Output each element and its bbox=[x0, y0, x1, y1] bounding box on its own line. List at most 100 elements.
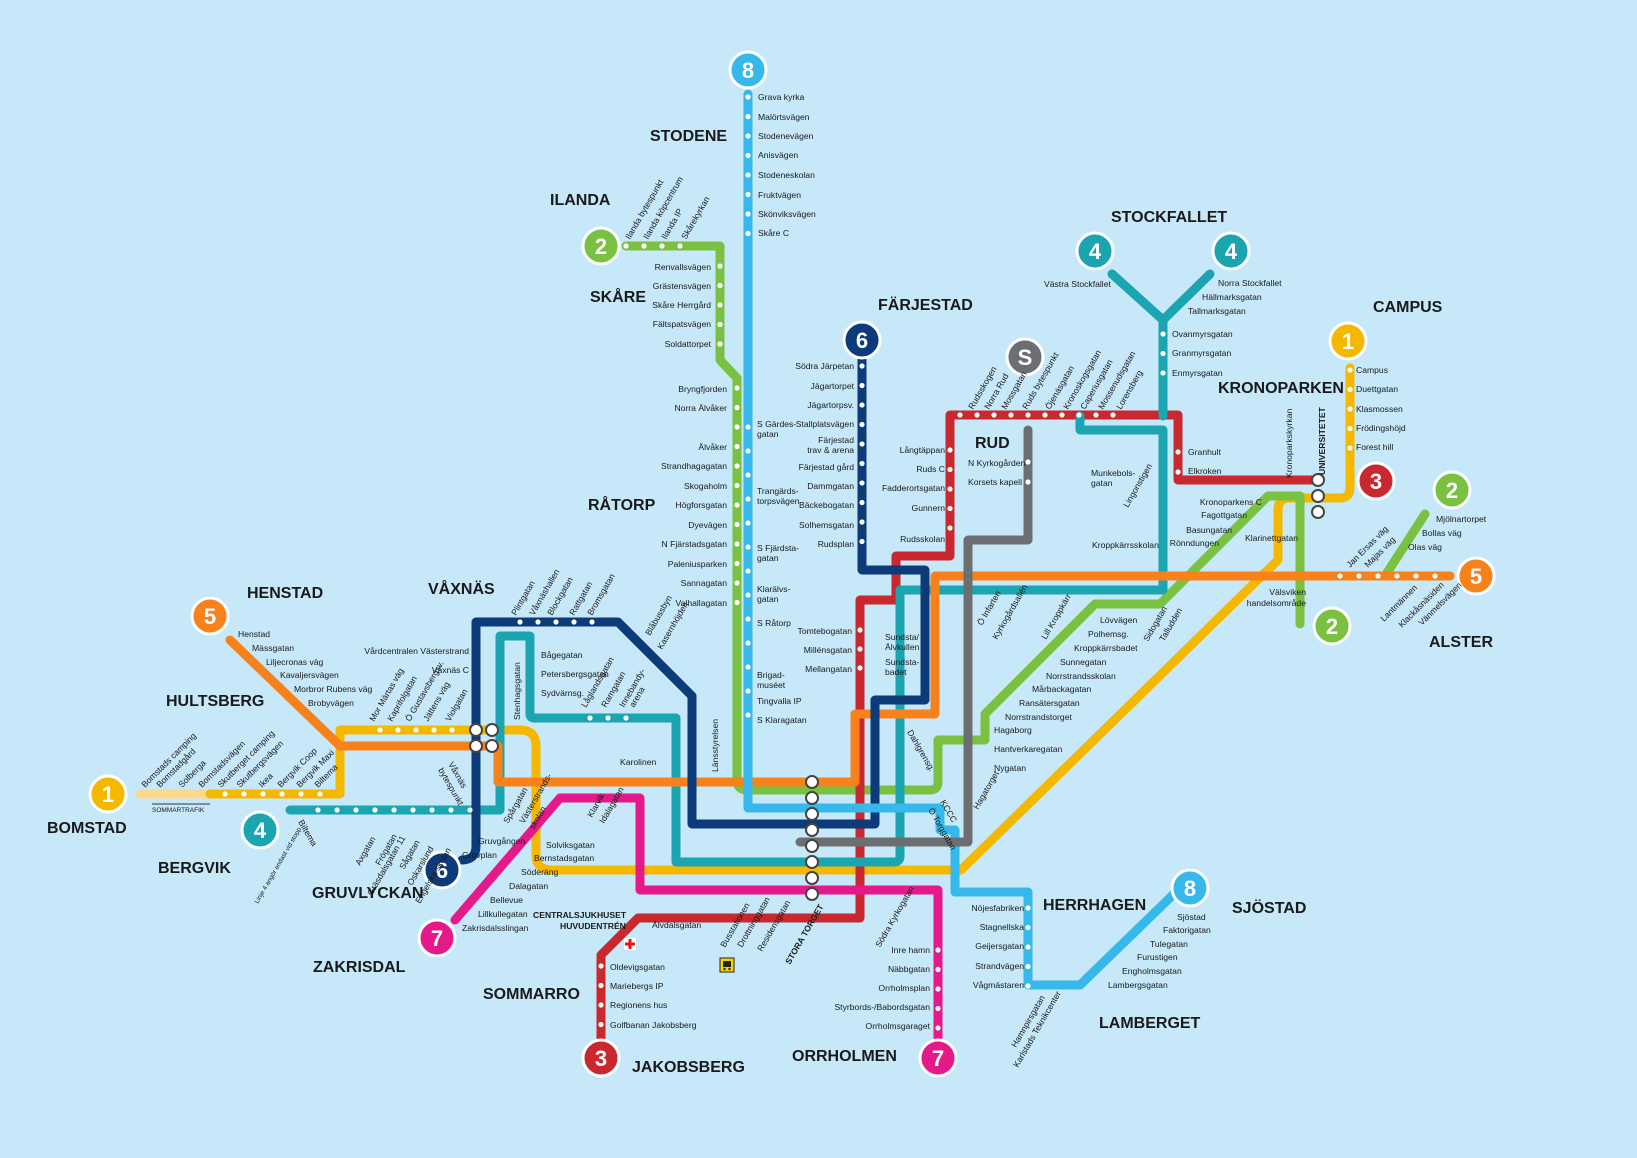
stop-label[interactable]: Campus bbox=[1356, 365, 1388, 375]
badge-line-7-zakrisdal[interactable]: 7 bbox=[417, 918, 457, 958]
stop-label[interactable]: Malörtsvägen bbox=[758, 112, 810, 122]
badge-line-s[interactable]: S bbox=[1005, 337, 1045, 377]
stop-label[interactable]: Enmyrsgatan bbox=[1172, 368, 1223, 378]
stop-label[interactable]: Mellangatan bbox=[805, 664, 852, 674]
stop-label[interactable]: Kronoparkens C bbox=[1200, 497, 1262, 507]
stop-label[interactable]: Sydvärnsg. bbox=[541, 688, 584, 698]
badge-line-2-ilanda[interactable]: 2 bbox=[581, 226, 621, 266]
stop-label[interactable]: Norrstrandsskolan bbox=[1046, 671, 1116, 681]
badge-line-4-vastra-stockfallet[interactable]: 4 bbox=[1075, 231, 1115, 271]
stop-label[interactable]: Tulegatan bbox=[1150, 939, 1188, 949]
stop-label[interactable]: Högforsgatan bbox=[675, 500, 727, 510]
stop-label[interactable]: Gruvgången bbox=[478, 836, 526, 846]
stop-label[interactable]: Stodeneskolan bbox=[758, 170, 815, 180]
stop-label[interactable]: Länsstyrelsen bbox=[710, 719, 720, 772]
stop-label[interactable]: gatan bbox=[757, 553, 779, 563]
badge-line-4-norra-stockfallet[interactable]: 4 bbox=[1211, 231, 1251, 271]
stop-label[interactable]: Norrstrandstorget bbox=[1005, 712, 1072, 722]
stop-label[interactable]: Brobyvägen bbox=[308, 698, 354, 708]
stop-label[interactable]: Näbbgatan bbox=[888, 964, 930, 974]
stop-label[interactable]: Kroppkärrsbadet bbox=[1074, 643, 1138, 653]
stop-label[interactable]: Lillkullegatan bbox=[478, 909, 528, 919]
stop-label[interactable]: gatan bbox=[757, 594, 779, 604]
stop-label[interactable]: Strandvägen bbox=[975, 961, 1024, 971]
stop-label[interactable]: Rudsskolan bbox=[900, 534, 945, 544]
stop-label[interactable]: N Kyrkogården bbox=[968, 458, 1026, 468]
stop-label[interactable]: Klasmossen bbox=[1356, 404, 1403, 414]
stop-label[interactable]: Dammgatan bbox=[807, 481, 854, 491]
stop-label[interactable]: Sunnegatan bbox=[1060, 657, 1107, 667]
stop-label[interactable]: Solhemsgatan bbox=[799, 520, 854, 530]
stop-label[interactable]: Fagottgatan bbox=[1201, 510, 1247, 520]
stop-label[interactable]: Granhult bbox=[1188, 447, 1222, 457]
stop-label[interactable]: Furustigen bbox=[1137, 952, 1178, 962]
badge-line-8-top[interactable]: 8 bbox=[728, 50, 768, 90]
stop-label[interactable]: Gruvplan bbox=[462, 850, 497, 860]
stop-label[interactable]: Basungatan bbox=[1186, 525, 1232, 535]
stop-label[interactable]: Hagaborg bbox=[994, 725, 1032, 735]
stop-label[interactable]: Stodenevägen bbox=[758, 131, 814, 141]
badge-line-6-farjestad[interactable]: 6 bbox=[842, 320, 882, 360]
stop-label[interactable]: Engholmsgatan bbox=[1122, 966, 1182, 976]
stop-label[interactable]: Ikea bbox=[256, 771, 275, 790]
stop-label[interactable]: Bellevue bbox=[490, 895, 523, 905]
stop-label[interactable]: torpsvägen bbox=[757, 496, 800, 506]
stop-label[interactable]: Västra Stockfallet bbox=[1044, 279, 1111, 289]
stop-label[interactable]: S Klaragatan bbox=[757, 715, 807, 725]
stop-label[interactable]: Korsets kapell bbox=[968, 477, 1022, 487]
stop-label[interactable]: Bernstadsgatan bbox=[534, 853, 594, 863]
stop-label[interactable]: Lövvägen bbox=[1100, 615, 1137, 625]
stop-label[interactable]: Gunnern bbox=[912, 503, 946, 513]
stop-label[interactable]: Brigad- bbox=[757, 670, 785, 680]
stop-label[interactable]: Ruds C bbox=[916, 464, 945, 474]
stop-label[interactable]: Golfbanan Jakobsberg bbox=[610, 1020, 697, 1030]
stop-label[interactable]: Orrholmsplan bbox=[878, 983, 930, 993]
badge-line-6-gruvplan[interactable]: 6 bbox=[422, 850, 462, 890]
stop-label[interactable]: Klarälvs- bbox=[757, 584, 791, 594]
stop-label[interactable]: Petersbergsgatan bbox=[541, 669, 609, 679]
stop-label[interactable]: Skårekyrkan bbox=[679, 194, 712, 241]
stop-label[interactable]: Ovanmyrsgatan bbox=[1172, 329, 1233, 339]
stop-label[interactable]: Morbror Rubens väg bbox=[294, 684, 373, 694]
badge-line-3-jakobsberg[interactable]: 3 bbox=[581, 1038, 621, 1078]
stop-label[interactable]: Älvkullen bbox=[885, 642, 920, 652]
badge-line-5-alster[interactable]: 5 bbox=[1456, 556, 1496, 596]
stop-label[interactable]: Bryngfjorden bbox=[678, 384, 727, 394]
stop-label[interactable]: S Råtorp bbox=[757, 618, 791, 628]
stop-label[interactable]: Skönviksvägen bbox=[758, 209, 816, 219]
stop-label[interactable]: Forest hill bbox=[1356, 442, 1393, 452]
stop-label[interactable]: gatan bbox=[757, 429, 779, 439]
stop-label[interactable]: Duettgatan bbox=[1356, 384, 1398, 394]
stop-label[interactable]: Henstad bbox=[238, 629, 270, 639]
stop-label[interactable]: Bäckebogatan bbox=[799, 500, 854, 510]
stop-label[interactable]: Faktorigatan bbox=[1163, 925, 1211, 935]
stop-label[interactable]: Stallplatsvägen bbox=[796, 419, 855, 429]
stop-label[interactable]: Olas väg bbox=[1408, 542, 1442, 552]
badge-line-8-sjostad[interactable]: 8 bbox=[1170, 868, 1210, 908]
stop-label[interactable]: Trangärds- bbox=[757, 486, 799, 496]
stop-label[interactable]: Oldevigsgatan bbox=[610, 962, 665, 972]
stop-label[interactable]: Solviksgatan bbox=[546, 840, 595, 850]
stop-label[interactable]: Tingvalla IP bbox=[757, 696, 802, 706]
stop-label[interactable]: Stagnellska bbox=[980, 922, 1025, 932]
stop-label[interactable]: Älvdalsgatan bbox=[652, 920, 701, 930]
stop-label[interactable]: Rudsplan bbox=[818, 539, 855, 549]
badge-line-1-bomstad[interactable]: 1 bbox=[88, 774, 128, 814]
stop-label[interactable]: Orrholmsgaraget bbox=[866, 1021, 931, 1031]
stop-label[interactable]: Soldattorpet bbox=[665, 339, 712, 349]
stop-label[interactable]: Färjestad bbox=[818, 435, 854, 445]
stop-label[interactable]: Kronoparkskyrkan bbox=[1284, 409, 1294, 478]
stop-label[interactable]: Millénsgatan bbox=[804, 645, 852, 655]
badge-line-2-mjolnartorpet[interactable]: 2 bbox=[1432, 470, 1472, 510]
stop-label[interactable]: Mariebergs IP bbox=[610, 981, 664, 991]
stop-label[interactable]: Sundsta- bbox=[885, 657, 920, 667]
stop-label[interactable]: trav & arena bbox=[807, 445, 854, 455]
stop-label[interactable]: Grästensvägen bbox=[653, 281, 712, 291]
stop-label[interactable]: Polhemsg. bbox=[1088, 629, 1129, 639]
stop-label[interactable]: badet bbox=[885, 667, 907, 677]
stop-label[interactable]: Bromsgatan bbox=[585, 572, 617, 617]
stop-label[interactable]: Frödingshöjd bbox=[1356, 423, 1406, 433]
stop-label[interactable]: Mjölnartorpet bbox=[1436, 514, 1487, 524]
badge-line-7-orrholmen[interactable]: 7 bbox=[918, 1038, 958, 1078]
stop-label[interactable]: Dalagatan bbox=[509, 881, 548, 891]
